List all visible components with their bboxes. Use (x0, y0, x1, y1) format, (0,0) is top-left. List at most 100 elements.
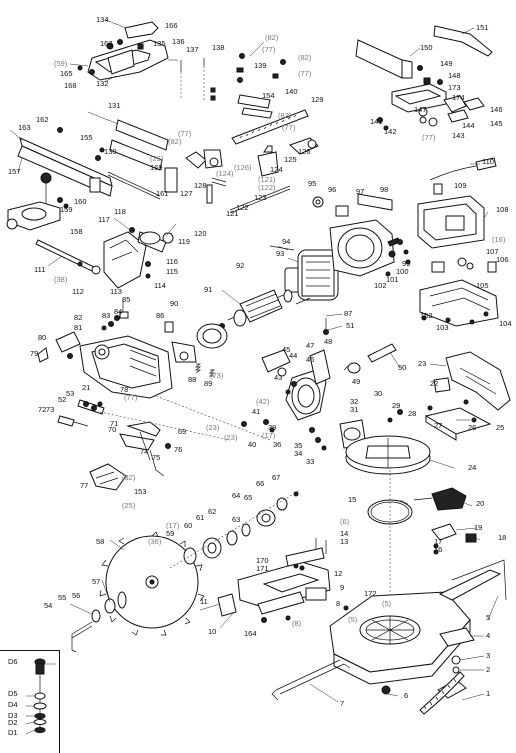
part-label-107: 107 (486, 247, 499, 256)
part-label-120: 120 (194, 229, 207, 238)
part-label-32: 32 (350, 397, 358, 406)
part-label-2: 2 (486, 665, 490, 674)
part-label-43: 43 (274, 373, 282, 382)
part-label-168: 168 (64, 81, 77, 90)
part-label-77: 77 (80, 481, 88, 490)
part-label-62: 62 (208, 507, 216, 516)
part-label-18: 18 (498, 533, 506, 542)
part-label-125: 125 (284, 155, 297, 164)
part-label-42: (42) (256, 397, 270, 406)
part-label-20: 20 (476, 499, 484, 508)
part-label-122: 122 (236, 203, 249, 212)
part-label-130: 130 (104, 147, 117, 156)
part-label-136: 136 (172, 37, 185, 46)
part-label-146: 146 (490, 105, 503, 114)
part-label-64: 64 (232, 491, 240, 500)
part-label-93: 93 (276, 249, 284, 258)
part-label-103: 103 (436, 323, 449, 332)
part-label-47: 47 (306, 341, 314, 350)
part-label-84: 84 (114, 307, 122, 316)
part-label-73: (73) (210, 371, 224, 380)
part-label-23: 23 (418, 359, 426, 368)
part-label-31: 31 (350, 405, 358, 414)
part-label-95: 95 (308, 179, 316, 188)
part-label-28: 28 (408, 409, 416, 418)
part-label-169: 169 (150, 163, 163, 172)
parts-150-151 (355, 25, 493, 85)
part-label-117: 117 (98, 215, 110, 224)
part-label-132: 132 (96, 79, 109, 88)
part-label-59: (59) (54, 59, 68, 68)
part-label-52: 52 (58, 395, 66, 404)
part-label-32: (32) (122, 473, 136, 482)
part-label-152: 152 (420, 311, 433, 320)
part-label-142: 142 (384, 127, 397, 136)
links-121-128 (164, 137, 319, 214)
part-label-d2: D2 (8, 718, 18, 727)
part-label-23: (23) (206, 423, 220, 432)
part-label-29: 29 (392, 401, 400, 410)
part-label-67: 67 (272, 473, 280, 482)
inset-parts-d1-d6 (33, 658, 47, 733)
part-label-124: (124) (216, 169, 234, 178)
part-label-33: 33 (306, 457, 314, 466)
part-label-48: 48 (324, 337, 332, 346)
part-label-11: 11 (200, 597, 208, 606)
part-label-24: 24 (468, 463, 476, 472)
part-label-140: 140 (285, 87, 298, 96)
part-label-160: 160 (74, 197, 87, 206)
part-label-66: 66 (256, 479, 264, 488)
part-label-139: 139 (254, 61, 267, 70)
part-label-116: 116 (166, 257, 178, 266)
part-label-158: 158 (70, 227, 83, 236)
part-label-87: 87 (344, 309, 352, 318)
part-label-39: 39 (268, 423, 276, 432)
part-label-63: 63 (232, 515, 240, 524)
parts-16-19 (389, 470, 477, 600)
part-label-150: 150 (420, 43, 433, 52)
part-label-148: 148 (448, 71, 461, 80)
part-label-110: 110 (482, 157, 494, 166)
motor-assembly (269, 193, 411, 301)
part-label-82: 82 (74, 313, 82, 322)
part-label-94: 94 (282, 237, 290, 246)
part-label-3: 3 (486, 651, 490, 660)
part-label-147: 147 (414, 105, 427, 114)
part-label-89: 89 (204, 379, 212, 388)
part-label-81: 81 (74, 323, 82, 332)
inset-frame (0, 650, 60, 753)
part-label-141: 141 (370, 117, 383, 126)
part-label-26: 26 (468, 423, 476, 432)
part-label-35: 35 (294, 441, 302, 450)
part-label-113: 113 (110, 287, 122, 296)
part-label-105: 105 (476, 281, 489, 290)
part-label-82: (82) (298, 53, 312, 62)
base-assembly (271, 559, 507, 715)
part-label-129: 129 (311, 95, 324, 104)
part-label-134: 134 (96, 15, 109, 24)
part-label-82: (82) (278, 111, 292, 120)
turntable-21 (345, 435, 431, 475)
switch-housing-108 (417, 195, 485, 249)
part-label-98: 98 (380, 185, 388, 194)
part-label-165: 165 (60, 69, 73, 78)
part-label-60: 60 (184, 521, 192, 530)
part-label-109: 109 (454, 181, 467, 190)
part-label-9: 9 (340, 583, 344, 592)
part-label-166: 166 (165, 21, 178, 30)
part-label-92: 92 (236, 261, 244, 270)
part-label-121: 121 (226, 209, 239, 218)
part-label-102: 102 (374, 281, 387, 290)
dust-bag-52-53 (433, 351, 511, 411)
part-label-25: 25 (496, 423, 504, 432)
part-label-5: 5 (486, 613, 490, 622)
part-label-15: 15 (348, 495, 356, 504)
part-label-145: 145 (490, 119, 503, 128)
part-label-90: 90 (170, 299, 178, 308)
part-label-111: 111 (34, 265, 45, 274)
part-label-83: 83 (102, 311, 110, 320)
part-label-82: (82) (265, 33, 279, 42)
part-label-137: 137 (186, 45, 199, 54)
part-label-51: 51 (346, 321, 354, 330)
part-label-172: 172 (364, 589, 377, 598)
